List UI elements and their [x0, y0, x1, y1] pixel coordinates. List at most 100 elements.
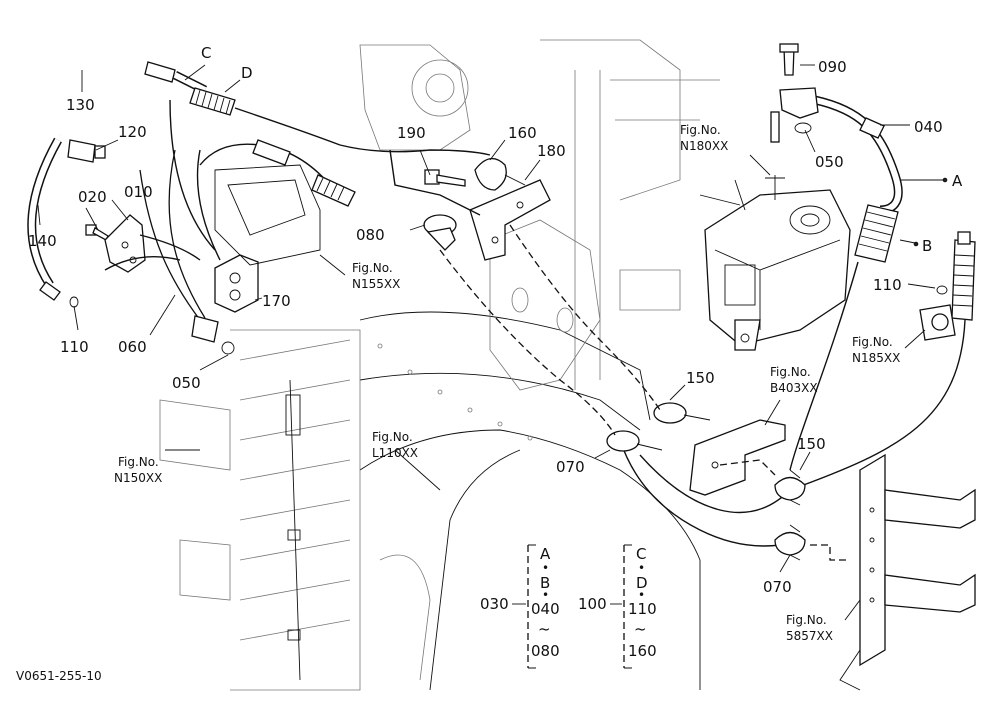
- callout-190: 190: [397, 124, 426, 142]
- callout-letter-D: D: [241, 64, 253, 82]
- compressor: [699, 111, 851, 351]
- svg-text:N150XX: N150XX: [114, 471, 162, 485]
- routing-lines: [439, 224, 850, 561]
- callout-170: 170: [262, 292, 291, 310]
- svg-text:Fig.No.: Fig.No.: [680, 123, 721, 137]
- grommet-170: [214, 254, 259, 313]
- svg-text:D: D: [636, 574, 648, 592]
- fig-ref-B403XX: Fig.No. B403XX: [770, 365, 818, 395]
- svg-text:5857XX: 5857XX: [786, 629, 833, 643]
- bolt-190: [424, 169, 466, 187]
- svg-text:•: •: [542, 561, 549, 575]
- svg-text:Fig.No.: Fig.No.: [852, 335, 893, 349]
- svg-text:B403XX: B403XX: [770, 381, 818, 395]
- callout-130: 130: [66, 96, 95, 114]
- hose-140: [27, 137, 62, 301]
- svg-text:Fig.No.: Fig.No.: [352, 261, 393, 275]
- cover-N155: [214, 164, 321, 266]
- svg-text:~: ~: [538, 620, 551, 638]
- hose-A: [814, 95, 903, 215]
- callout-010: 010: [124, 183, 153, 201]
- oring-110: [69, 296, 79, 308]
- callout-090: 090: [818, 58, 847, 76]
- callout-110-right: 110: [873, 276, 902, 294]
- hose-C: [144, 61, 208, 95]
- clamp-160: [474, 158, 526, 191]
- fitting-090-040: [779, 43, 819, 134]
- bracket-010: [104, 214, 146, 273]
- svg-text:160: 160: [628, 642, 657, 660]
- oring-050: [221, 341, 235, 355]
- svg-text:•: •: [542, 588, 549, 602]
- fig-ref-L110XX: Fig.No. L110XX: [372, 430, 418, 460]
- callout-060: 060: [118, 338, 147, 356]
- bracket-B403: [689, 419, 786, 496]
- callout-150-lower: 150: [797, 435, 826, 453]
- hose-130: [54, 41, 176, 136]
- svg-text:Fig.No.: Fig.No.: [786, 613, 827, 627]
- callout-labels: 130 120 020 010 140 110 060 050 170 190 …: [28, 44, 963, 596]
- callout-040: 040: [914, 118, 943, 136]
- hose-main-line: [199, 107, 491, 207]
- callout-020: 020: [78, 188, 107, 206]
- pick-curves: [104, 99, 221, 271]
- svg-text:•: •: [638, 561, 645, 575]
- fig-ref-N155XX: Fig.No. N155XX: [352, 261, 400, 291]
- clamp-080: [423, 214, 457, 251]
- svg-text:Fig.No.: Fig.No.: [770, 365, 811, 379]
- svg-text:Fig.No.: Fig.No.: [118, 455, 159, 469]
- callout-050-left: 050: [172, 374, 201, 392]
- hose-D-sleeve: [189, 87, 236, 116]
- condenser-frame: [159, 329, 361, 691]
- svg-text:N180XX: N180XX: [680, 139, 728, 153]
- fig-ref-5857XX: Fig.No. 5857XX: [786, 613, 833, 643]
- svg-text:C: C: [636, 545, 646, 563]
- callout-letter-B: B: [922, 237, 932, 255]
- pipe-upper: [389, 149, 481, 216]
- hose-B-sleeve: [854, 204, 899, 263]
- svg-text:110: 110: [628, 600, 657, 618]
- set-030-number: 030: [480, 595, 509, 613]
- svg-text:Fig.No.: Fig.No.: [372, 430, 413, 444]
- hose-060: [139, 149, 219, 343]
- svg-text:A: A: [540, 545, 551, 563]
- svg-text:080: 080: [531, 642, 560, 660]
- callout-letter-C: C: [201, 44, 211, 62]
- set-100-number: 100: [578, 595, 607, 613]
- bolt-020: [85, 224, 109, 241]
- bracket-180: [469, 179, 551, 261]
- callout-140: 140: [28, 232, 57, 250]
- clamps-150-070: [606, 402, 806, 561]
- leader-lines: [37, 64, 945, 621]
- callout-110-left: 110: [60, 338, 89, 356]
- svg-text:~: ~: [634, 620, 647, 638]
- fitting-120: [67, 139, 106, 163]
- set-100: 100 C • D • 110 ~ 160: [578, 544, 657, 669]
- set-030: 030 A • B • 040 ~ 080: [480, 544, 560, 669]
- drawing-code: V0651-255-10: [16, 669, 102, 683]
- callout-080: 080: [356, 226, 385, 244]
- bracket-5857: [839, 453, 976, 691]
- svg-text:N185XX: N185XX: [852, 351, 900, 365]
- svg-text:•: •: [638, 588, 645, 602]
- part-110-185: [919, 285, 956, 341]
- callout-070-left: 070: [556, 458, 585, 476]
- fig-ref-N180XX: Fig.No. N180XX: [680, 123, 728, 153]
- hose-lower-loop: [619, 439, 791, 547]
- svg-text:B: B: [540, 574, 550, 592]
- fig-references: Fig.No. N180XX Fig.No. N155XX Fig.No. N1…: [114, 123, 900, 643]
- hose-to-150: [789, 231, 976, 491]
- fig-ref-N150XX: Fig.No. N150XX: [114, 455, 162, 485]
- callout-150-upper: 150: [686, 369, 715, 387]
- callout-160: 160: [508, 124, 537, 142]
- fig-ref-N185XX: Fig.No. N185XX: [852, 335, 900, 365]
- callout-070-right: 070: [763, 578, 792, 596]
- callout-180: 180: [537, 142, 566, 160]
- callout-050-right: 050: [815, 153, 844, 171]
- chassis-frame: [359, 39, 720, 691]
- svg-text:040: 040: [531, 600, 560, 618]
- svg-text:N155XX: N155XX: [352, 277, 400, 291]
- svg-text:L110XX: L110XX: [372, 446, 418, 460]
- callout-120: 120: [118, 123, 147, 141]
